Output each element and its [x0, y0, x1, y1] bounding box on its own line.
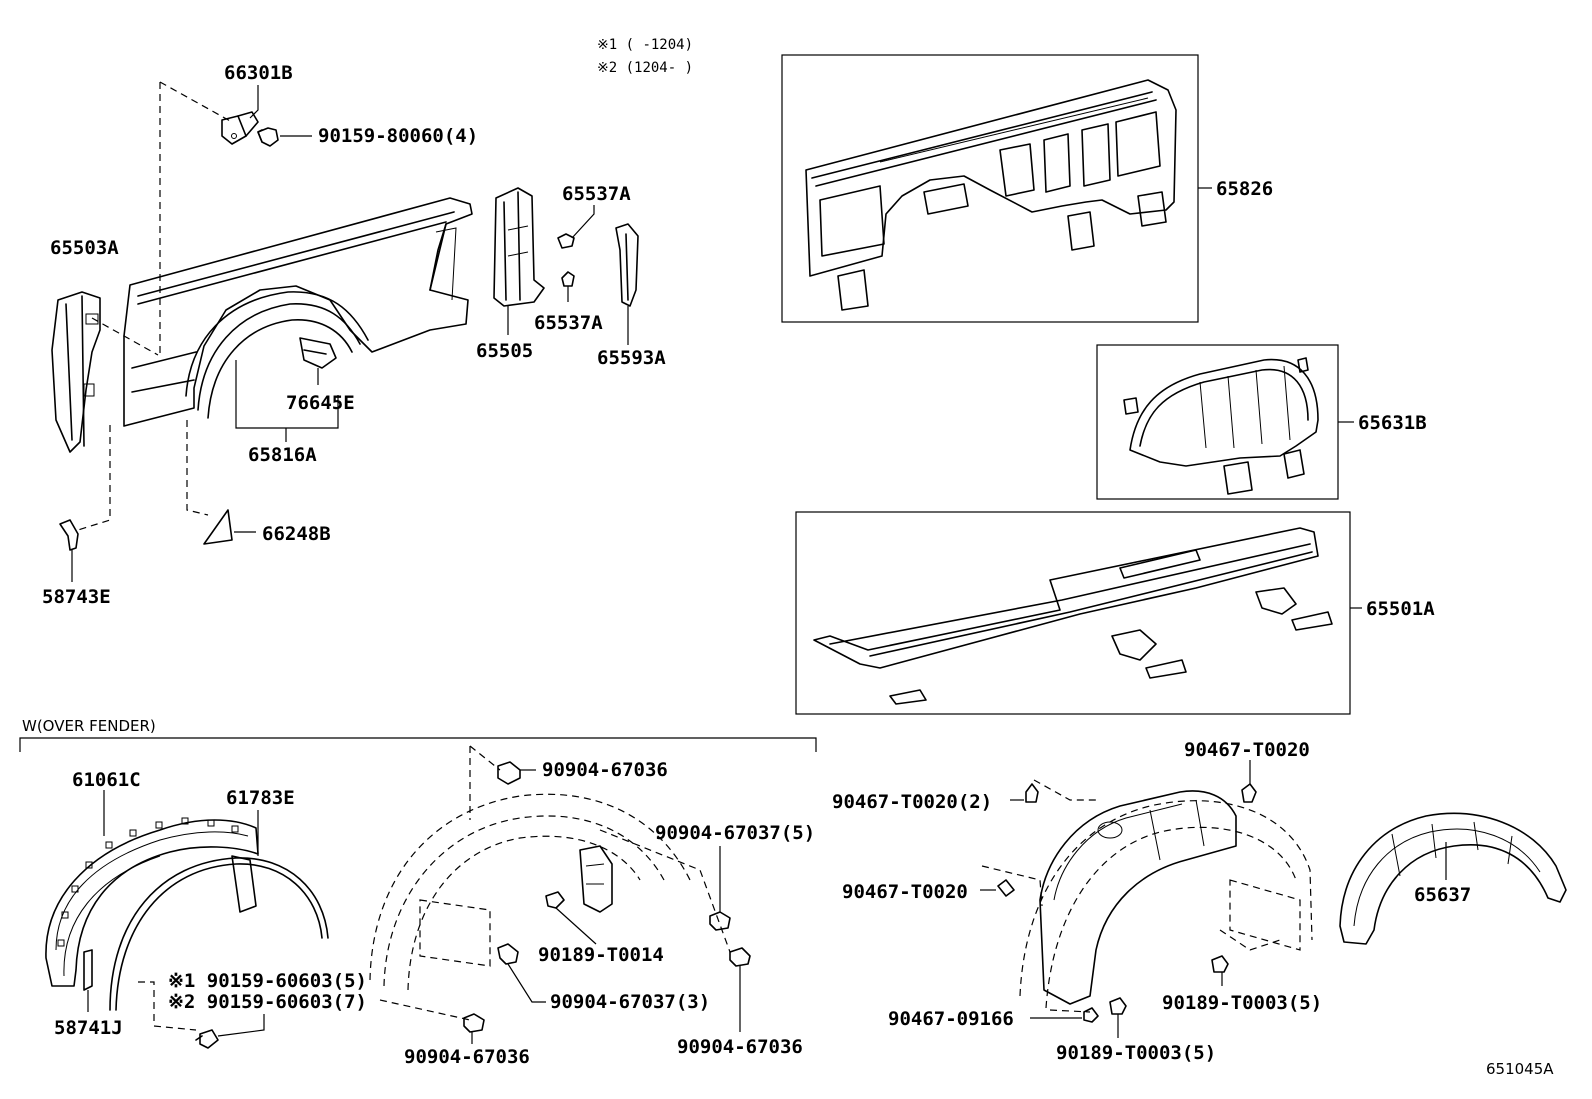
- label-90467-T0020-mid[interactable]: 90467-T0020: [842, 881, 968, 903]
- floor-side-65501A[interactable]: [813, 527, 1333, 705]
- nut-65537A-top[interactable]: [557, 233, 575, 249]
- label-65537A-top[interactable]: 65537A: [562, 183, 631, 205]
- nut-90189-T0003-right[interactable]: [1211, 955, 1229, 973]
- moulding-61783E[interactable]: [109, 857, 329, 1011]
- group-box-65826: [781, 54, 1199, 323]
- date-note-2: ※2 (1204- ): [597, 60, 693, 76]
- label-61783E[interactable]: 61783E: [226, 787, 295, 809]
- plate-66248B[interactable]: [203, 509, 233, 545]
- alignment-line: [77, 425, 111, 531]
- leader-90189-T0014: [555, 907, 597, 945]
- figure-id: 651045A: [1486, 1060, 1554, 1078]
- label-90159-80060[interactable]: 90159-80060(4): [318, 125, 478, 147]
- label-90189-T0003-right[interactable]: 90189-T0003(5): [1162, 992, 1322, 1014]
- clip-90904-67036-right[interactable]: [729, 947, 751, 967]
- bracket-66301B[interactable]: [221, 111, 259, 145]
- wheel-liner-inner[interactable]: [1039, 790, 1237, 1005]
- clip-90904-67036-top[interactable]: [497, 761, 521, 785]
- label-65503A[interactable]: 65503A: [50, 237, 119, 259]
- label-66301B[interactable]: 66301B: [224, 62, 293, 84]
- label-65501A[interactable]: 65501A: [1366, 598, 1435, 620]
- corner-post-65505[interactable]: [493, 187, 545, 307]
- label-65637[interactable]: 65637: [1414, 884, 1471, 906]
- clip-90467-T0020-top[interactable]: [1241, 783, 1257, 803]
- wheel-liner-65637[interactable]: [1339, 812, 1567, 945]
- label-90904-67037-3[interactable]: 90904-67037(3): [550, 991, 710, 1013]
- nut-65537A-bottom[interactable]: [561, 271, 575, 287]
- label-65816A[interactable]: 65816A: [248, 444, 317, 466]
- wheel-liner-dashed: [981, 779, 1313, 1013]
- label-90189-T0014[interactable]: 90189-T0014: [538, 944, 664, 966]
- leader-66301B: [249, 85, 259, 119]
- section-bracket: [19, 737, 817, 752]
- label-90189-T0003-bottom[interactable]: 90189-T0003(5): [1056, 1042, 1216, 1064]
- hook-bar-65593A[interactable]: [615, 223, 639, 307]
- clip-90904-67037-5[interactable]: [709, 911, 731, 931]
- nut-90189-T0003-bottom[interactable]: [1109, 997, 1127, 1015]
- side-panel-65816A[interactable]: [123, 197, 473, 427]
- label-65631B[interactable]: 65631B: [1358, 412, 1427, 434]
- label-58743E[interactable]: 58743E: [42, 586, 111, 608]
- label-61061C[interactable]: 61061C: [72, 769, 141, 791]
- section-header: W(OVER FENDER): [22, 717, 156, 735]
- fender-liner-dashed: [369, 745, 731, 1021]
- alignment-line: [159, 81, 233, 123]
- group-box-65501A: [795, 511, 1351, 715]
- label-90904-67036-right[interactable]: 90904-67036: [677, 1036, 803, 1058]
- alignment-line: [91, 317, 159, 356]
- strip-58741J[interactable]: [83, 949, 93, 991]
- alignment-line: [186, 420, 209, 516]
- label-65505[interactable]: 65505: [476, 340, 533, 362]
- screw-90159-60603[interactable]: [195, 1029, 219, 1049]
- clip-90467-T0020-mid[interactable]: [997, 879, 1015, 897]
- clip-90467-T0020-2[interactable]: [1025, 783, 1039, 803]
- clip-90904-67036-bottom[interactable]: [463, 1013, 485, 1033]
- alignment-line: [138, 981, 197, 1031]
- inner-panel-65826[interactable]: [805, 79, 1177, 311]
- label-90904-67036-bottom[interactable]: 90904-67036: [404, 1046, 530, 1068]
- leader-65537A-top: [571, 205, 595, 239]
- bolt-90159-80060[interactable]: [257, 127, 279, 147]
- pillar-65503A[interactable]: [51, 291, 101, 453]
- label-90467-09166[interactable]: 90467-09166: [888, 1008, 1014, 1030]
- leader-90904-67037-3: [507, 963, 546, 1003]
- label-90904-67037-5[interactable]: 90904-67037(5): [655, 822, 815, 844]
- label-90467-T0020-2[interactable]: 90467-T0020(2): [832, 791, 992, 813]
- strip-58743E[interactable]: [59, 519, 79, 551]
- screw-90189-T0014[interactable]: [545, 891, 565, 909]
- leader-90159-60603: [217, 1014, 265, 1037]
- fender-inner-panel[interactable]: [579, 845, 613, 913]
- bracket-65816A: [235, 360, 339, 429]
- clip-90904-67037-3[interactable]: [497, 943, 519, 965]
- label-90159-60603-5[interactable]: ※1 90159-60603(5): [168, 970, 367, 992]
- over-fender-61061C[interactable]: [45, 817, 259, 987]
- label-90467-T0020-top[interactable]: 90467-T0020: [1184, 739, 1310, 761]
- clip-90467-09166[interactable]: [1083, 1007, 1099, 1023]
- label-65537A-bottom[interactable]: 65537A: [534, 312, 603, 334]
- label-90159-60603-7[interactable]: ※2 90159-60603(7): [168, 991, 367, 1013]
- group-box-65631B: [1096, 344, 1339, 500]
- label-58741J[interactable]: 58741J: [54, 1017, 123, 1039]
- label-65826[interactable]: 65826: [1216, 178, 1273, 200]
- label-76645E[interactable]: 76645E: [286, 392, 355, 414]
- label-65593A[interactable]: 65593A: [597, 347, 666, 369]
- wheel-house-65631B[interactable]: [1123, 357, 1319, 495]
- bracket-76645E[interactable]: [299, 337, 337, 369]
- label-66248B[interactable]: 66248B: [262, 523, 331, 545]
- label-90904-67036-top[interactable]: 90904-67036: [542, 759, 668, 781]
- date-note-1: ※1 ( -1204): [597, 37, 693, 53]
